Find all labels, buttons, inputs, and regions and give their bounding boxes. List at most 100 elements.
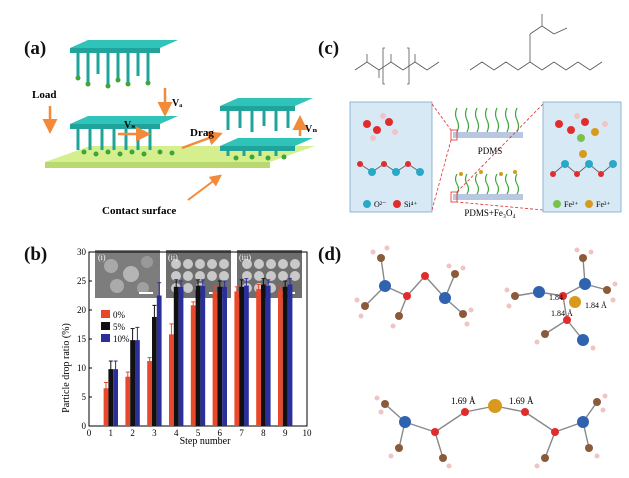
left-molecule-box bbox=[349, 101, 433, 213]
bar-s1-c1 bbox=[130, 340, 135, 426]
bar-s0-c3 bbox=[169, 334, 174, 426]
bar-s2-c7 bbox=[265, 285, 271, 426]
vn-label: Vₙ bbox=[305, 124, 317, 135]
x-tick-label-5: 5 bbox=[196, 428, 201, 438]
y-tick-label-1: 5 bbox=[82, 392, 87, 402]
bond-label-top-2: 1.84 Å bbox=[585, 301, 607, 310]
bar-s0-c6 bbox=[234, 291, 240, 426]
y-tick-label-3: 15 bbox=[77, 334, 87, 344]
y-axis-label: Particle drop ratio (%) bbox=[61, 323, 72, 413]
legend-label-0: 0% bbox=[113, 310, 126, 320]
fe-atom-bottom bbox=[488, 399, 502, 413]
top-plate-left bbox=[70, 40, 178, 89]
bar-s2-c0 bbox=[113, 369, 118, 426]
x-tick-label-9: 9 bbox=[283, 428, 288, 438]
x-tick-label-7: 7 bbox=[239, 428, 244, 438]
y-tick-label-6: 30 bbox=[77, 247, 87, 257]
panel-d-molecules: 1.84 1.84 Å 1.84 Å 1.69 Å 1.69 Å bbox=[354, 245, 618, 469]
fe-complex-structural-formula bbox=[469, 14, 603, 71]
legend-si-dot bbox=[393, 200, 401, 208]
fe-atom-top bbox=[569, 296, 581, 308]
bar-s1-c6 bbox=[239, 286, 244, 426]
x-tick-label-10: 10 bbox=[303, 428, 313, 438]
drag-label: Drag bbox=[190, 127, 214, 139]
panel-d-label: (d) bbox=[318, 244, 342, 265]
panel-a-label: (a) bbox=[24, 38, 47, 59]
legend-fe2-dot bbox=[553, 200, 561, 208]
drag-arrow bbox=[181, 131, 223, 150]
bar-s0-c1 bbox=[125, 376, 131, 426]
molecule-top-right bbox=[504, 247, 618, 351]
x-tick-label-3: 3 bbox=[152, 428, 157, 438]
bond-label-bottom-1: 1.69 Å bbox=[451, 396, 476, 406]
panel-a-schematic: Load Vₐ Vₛ Drag Vₙ Contact surface bbox=[32, 40, 317, 217]
bar-s2-c8 bbox=[287, 284, 293, 426]
legend-si-label: Si⁴⁺ bbox=[404, 200, 418, 209]
bar-s0-c4 bbox=[190, 305, 196, 426]
bar-s1-c3 bbox=[173, 286, 179, 426]
bar-s0-c2 bbox=[147, 361, 153, 426]
bar-s2-c5 bbox=[222, 286, 227, 426]
panel-c-schematic: O²⁻ Si⁴⁺ PDMS PDMS+Fe₃O₄ bbox=[349, 14, 622, 218]
molecule-top-left bbox=[354, 245, 474, 329]
legend-o-label: O²⁻ bbox=[374, 200, 386, 209]
bar-s1-c8 bbox=[282, 286, 288, 426]
molecule-bottom bbox=[374, 393, 608, 469]
chart-legend: 0% 5% 10% bbox=[101, 310, 130, 344]
bar-s0-c5 bbox=[212, 291, 218, 426]
legend-fe3-label: Fe³⁺ bbox=[596, 200, 611, 209]
legend-label-10: 10% bbox=[113, 334, 130, 344]
x-tick-label-8: 8 bbox=[261, 428, 266, 438]
bar-s0-c0 bbox=[103, 388, 109, 426]
y-tick-label-4: 20 bbox=[77, 305, 87, 315]
sem-inset-i: (i) bbox=[95, 250, 160, 298]
pdms-label: PDMS bbox=[478, 146, 503, 156]
legend-swatch-0 bbox=[101, 310, 110, 318]
pdms-layer bbox=[450, 107, 523, 141]
bar-s1-c2 bbox=[152, 316, 157, 426]
legend-label-5: 5% bbox=[113, 322, 126, 332]
contact-surface-label: Contact surface bbox=[102, 205, 176, 217]
x-tick-label-0: 0 bbox=[87, 428, 92, 438]
bar-s2-c2 bbox=[156, 295, 162, 426]
bar-s0-c7 bbox=[256, 289, 262, 426]
bar-s2-c4 bbox=[200, 285, 206, 426]
inset-label-iii: (iii) bbox=[239, 253, 251, 262]
legend-fe3-dot bbox=[585, 200, 593, 208]
bar-s2-c6 bbox=[243, 285, 249, 426]
vs-label: Vₛ bbox=[124, 120, 135, 131]
y-tick-label-2: 10 bbox=[77, 363, 87, 373]
x-tick-label-6: 6 bbox=[218, 428, 223, 438]
bar-s2-c1 bbox=[134, 340, 140, 426]
inset-label-ii: (ii) bbox=[168, 253, 178, 262]
bar-s1-c7 bbox=[261, 284, 266, 426]
bar-s1-c5 bbox=[217, 286, 223, 426]
x-tick-label-2: 2 bbox=[130, 428, 135, 438]
legend-o-dot bbox=[363, 200, 371, 208]
pdms-structural-formula bbox=[354, 47, 440, 85]
bar-s0-c8 bbox=[278, 290, 283, 426]
y-tick-label-0: 0 bbox=[82, 421, 87, 431]
pdms-fe-layer bbox=[450, 170, 523, 203]
bar-s2-c3 bbox=[178, 286, 184, 426]
top-plate-right bbox=[220, 98, 313, 132]
panel-b-label: (b) bbox=[24, 244, 48, 265]
legend-swatch-10 bbox=[101, 334, 110, 342]
bar-s1-c0 bbox=[108, 369, 114, 426]
bond-label-top-3: 1.84 Å bbox=[551, 309, 573, 318]
bar-s1-c4 bbox=[195, 285, 201, 426]
x-tick-label-4: 4 bbox=[174, 428, 179, 438]
panel-c-label: (c) bbox=[318, 38, 340, 59]
load-label: Load bbox=[32, 89, 56, 101]
contact-pointer-arrow bbox=[187, 174, 222, 201]
pdms-fe-label: PDMS+Fe₃O₄ bbox=[464, 208, 515, 218]
y-tick-label-5: 25 bbox=[77, 276, 87, 286]
va-label: Vₐ bbox=[172, 98, 182, 109]
bond-label-top-1: 1.84 bbox=[549, 293, 563, 302]
inset-label-i: (i) bbox=[98, 253, 106, 262]
bottom-plate-right bbox=[220, 138, 313, 161]
legend-fe2-label: Fe²⁺ bbox=[564, 200, 579, 209]
bond-label-bottom-2: 1.69 Å bbox=[509, 396, 534, 406]
bottom-plate-left bbox=[70, 116, 178, 157]
